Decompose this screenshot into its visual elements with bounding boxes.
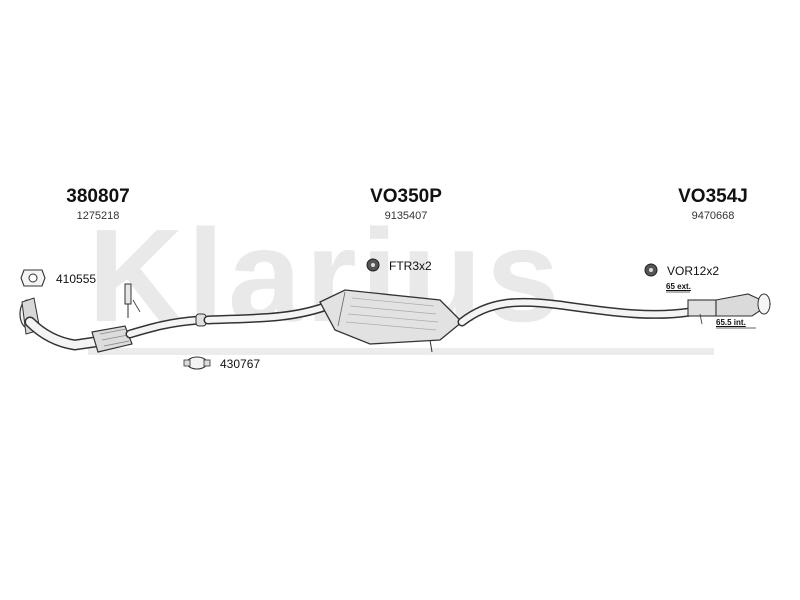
part-ref-front: 1275218 [76,210,120,222]
accessory-label-mount-centre: FTR3x2 [389,259,432,273]
note-int: 65.5 int. [716,318,746,327]
part-code-rear: VO354J [678,186,748,207]
note-ext: 65 ext. [666,282,691,291]
tail-pipe [687,293,772,325]
catalyst [91,325,133,353]
part-ref-rear: 9470668 [691,210,735,222]
accessory-label-mount-rear: VOR12x2 [667,264,720,278]
lambda-sensor [124,283,141,318]
accessory-label-clamp: 430767 [220,357,261,371]
part-ref-centre: 9135407 [384,210,428,222]
watermark-underline [88,348,714,355]
part-code-centre: VO350P [370,186,442,207]
centre-silencer [319,289,463,353]
rubber-mount-icon [644,263,658,277]
gasket-icon [20,269,46,287]
rubber-mount-icon [366,258,380,272]
brand-watermark: Klarius [88,202,564,349]
clamp-icon [183,356,211,370]
part-code-front: 380807 [66,186,130,207]
accessory-label-gasket: 410555 [56,272,97,286]
